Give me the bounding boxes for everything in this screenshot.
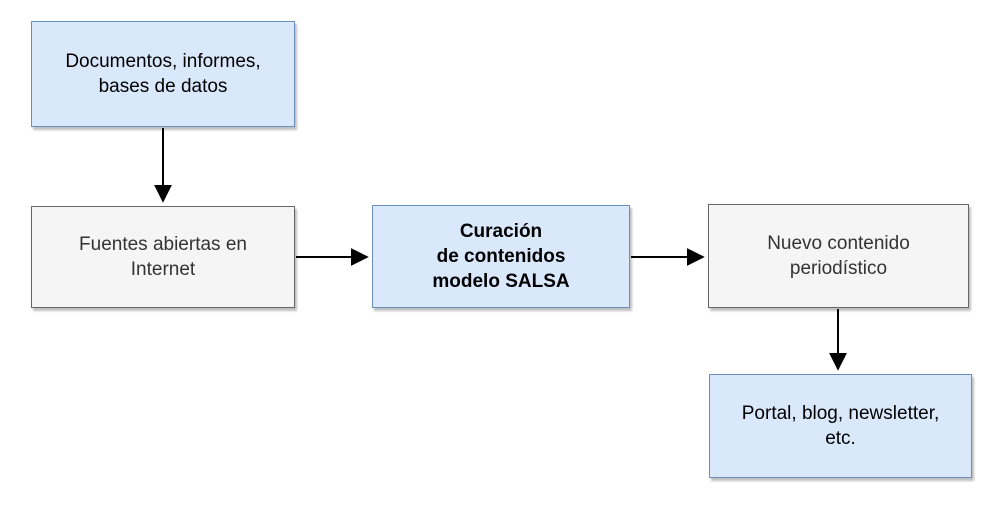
node-label-line: Curación — [459, 221, 543, 242]
node-label-line: Portal, blog, newsletter, — [741, 403, 940, 424]
node-label-line: Fuentes abiertas en — [79, 234, 247, 255]
node-nuevo: Nuevo contenido periodístico — [708, 204, 969, 308]
node-label-line: Nuevo contenido — [767, 233, 910, 254]
node-fuentes: Fuentes abiertas en Internet — [31, 206, 295, 308]
node-curacion: Curación de contenidos modelo SALSA — [372, 205, 630, 308]
node-label-line: Documentos, informes, — [65, 51, 261, 72]
node-label-line: de contenidos — [436, 246, 566, 267]
node-portal: Portal, blog, newsletter, etc. — [709, 374, 972, 478]
node-label-line: etc. — [825, 428, 856, 449]
node-label-line: Internet — [130, 259, 196, 280]
node-documentos: Documentos, informes, bases de datos — [31, 21, 295, 127]
node-label-line: bases de datos — [98, 76, 228, 97]
node-label-line: modelo SALSA — [432, 271, 570, 292]
node-label-line: periodístico — [789, 258, 888, 279]
